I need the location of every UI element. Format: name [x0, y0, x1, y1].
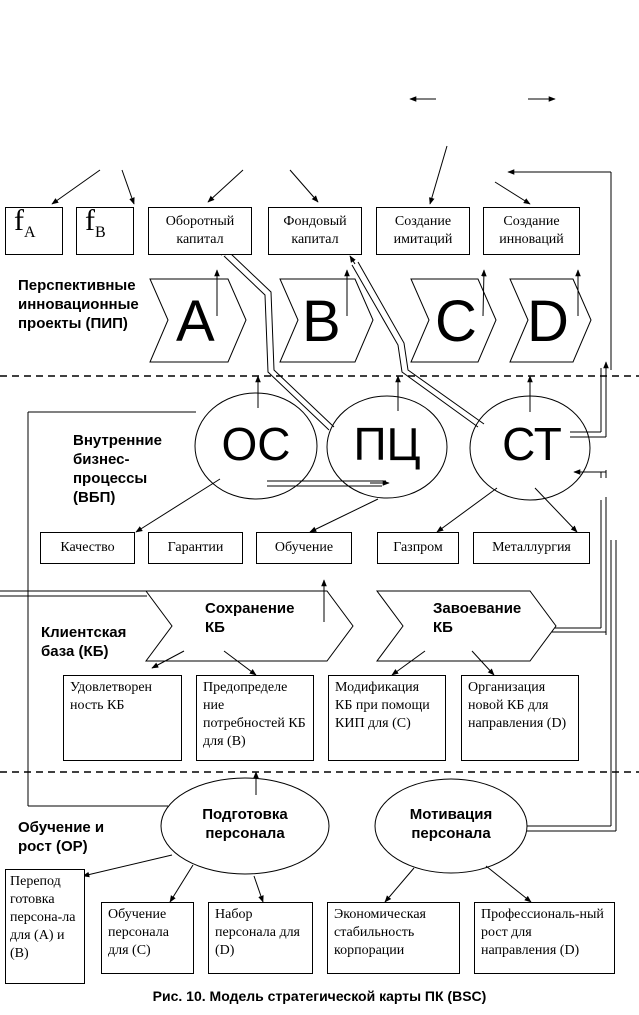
retraining-box: Перепод готовка персона-ла для (А) и (В): [5, 869, 85, 984]
fa-sub: A: [24, 224, 36, 241]
project-d: D: [527, 289, 569, 354]
oval-os: ОС: [221, 418, 291, 470]
kb-modification-box: Модификация КБ при помощи КИП для (С): [328, 675, 446, 761]
chevron-acquisition: Завоевание КБ: [433, 600, 522, 636]
oval-pc: ПЦ: [353, 418, 421, 470]
project-a: A: [176, 289, 215, 354]
op-label: Обучение и рост (ОР): [18, 819, 105, 855]
pip-label: Перспективные инновационные проекты (ПИП…: [18, 277, 139, 332]
innovation-box: Создание инноваций: [483, 207, 580, 255]
kb-label: Клиентская база (КБ): [41, 624, 127, 660]
kb-new-box: Организация новой КБ для направления (D): [461, 675, 579, 761]
working-capital-box: Оборотный капитал: [148, 207, 252, 255]
fb-sub: B: [95, 224, 106, 241]
guarantees-box: Гарантии: [148, 532, 243, 564]
op-hiring-box: Набор персонала для (D): [208, 902, 313, 974]
fa-box: fA: [5, 204, 63, 255]
quality-box: Качество: [40, 532, 135, 564]
op-training-box: Обучение персонала для (С): [101, 902, 194, 974]
vbp-label: Внутренние бизнес-процессы (ВБП): [73, 432, 162, 506]
oval-motivation: Мотивация персонала: [409, 806, 493, 842]
oval-st: СТ: [502, 418, 562, 470]
chevron-retention: Сохранение КБ: [205, 600, 295, 636]
oval-training: Подготовка персонала: [202, 806, 288, 842]
op-stability-box: Экономическая стабильность корпорации: [327, 902, 460, 974]
kb-satisfaction-box: Удовлетворен ность КБ: [63, 675, 182, 761]
imitation-box: Создание имитаций: [376, 207, 470, 255]
project-b: B: [302, 289, 341, 354]
gazprom-box: Газпром: [377, 532, 459, 564]
fb-label: f: [85, 204, 95, 237]
fa-label: f: [14, 204, 24, 237]
project-c: C: [435, 289, 477, 354]
op-growth-box: Профессиональ-ный рост для направления (…: [474, 902, 615, 974]
training-box: Обучение: [256, 532, 352, 564]
metallurgy-box: Металлургия: [473, 532, 590, 564]
figure-caption: Рис. 10. Модель стратегической карты ПК …: [152, 988, 487, 1004]
fixed-capital-box: Фондовый капитал: [268, 207, 362, 255]
fb-box: fB: [76, 204, 134, 255]
kb-needs-box: Предопределе ние потребностей КБ для (В): [196, 675, 314, 761]
